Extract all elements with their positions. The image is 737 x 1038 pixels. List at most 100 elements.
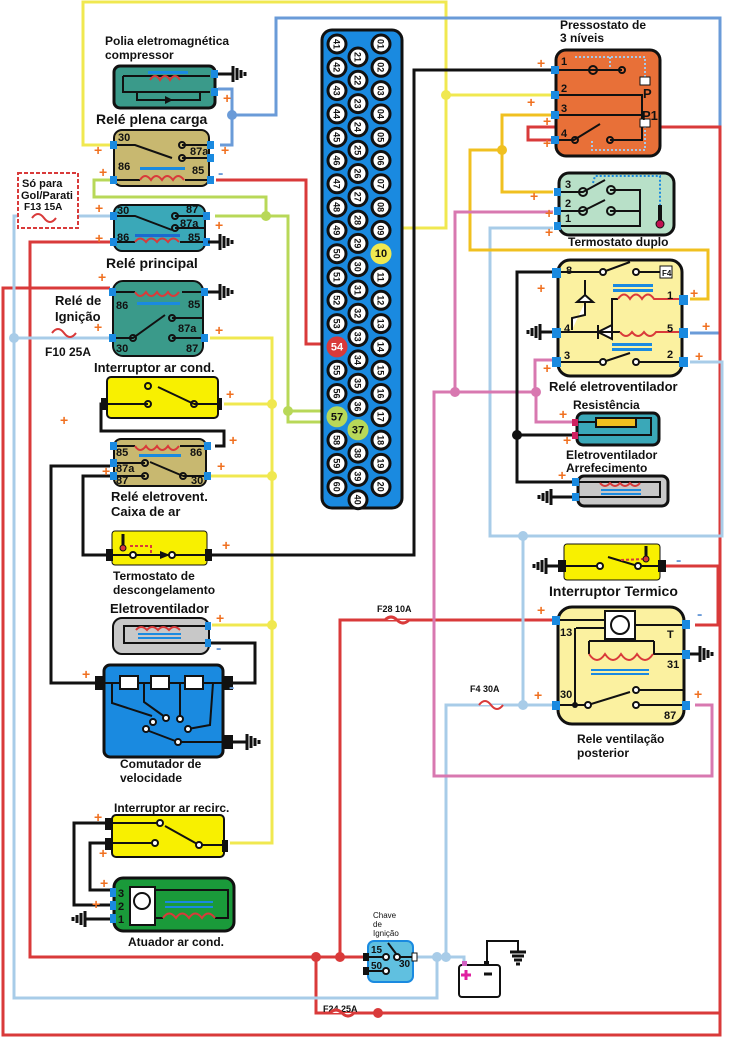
wire-red-inner bbox=[28, 240, 365, 959]
ecu-pin-27: 27 bbox=[347, 186, 369, 208]
minus-sign: - bbox=[697, 606, 702, 623]
rele-ignicao-label-1: Relé de bbox=[55, 293, 101, 308]
eletroventilador[interactable]: Eletroventilador bbox=[110, 601, 211, 655]
ecu-pin-44: 44 bbox=[326, 103, 348, 125]
rele-plena-label: Relé plena carga bbox=[96, 111, 207, 127]
svg-text:42: 42 bbox=[332, 62, 342, 72]
comutador-velocidade[interactable]: Comutador de velocidade bbox=[95, 663, 233, 785]
ground-icon bbox=[690, 646, 714, 662]
svg-text:34: 34 bbox=[353, 355, 363, 365]
rele-ignicao-label-2: Ignição bbox=[55, 309, 101, 324]
rele-ignicao[interactable]: Relé de Ignição 86 85 87a 30 87 bbox=[55, 280, 208, 357]
plus-sign: + bbox=[100, 875, 108, 891]
chave-label-1: Chave bbox=[373, 911, 397, 920]
wire-black-pres1 bbox=[210, 68, 553, 557]
pin-2: 2 bbox=[561, 83, 567, 95]
wire-black-caixa87a bbox=[81, 474, 110, 557]
wire-black-eletrovent-relay bbox=[515, 270, 576, 437]
ecu-pin-40: 40 bbox=[347, 489, 369, 511]
plus-sign: + bbox=[215, 217, 223, 233]
rele-eletrovent-caixa[interactable]: 85 86 87a 87 30 Relé eletrovent. Caixa d… bbox=[110, 438, 211, 519]
rele-ventilacao-posterior[interactable]: 13 T 31 30 87 Rele ventilação posterior bbox=[552, 605, 690, 760]
minus-sign: - bbox=[216, 640, 221, 657]
plus-sign: + bbox=[215, 322, 223, 338]
pin-87: 87 bbox=[116, 475, 128, 487]
ecu-pin-29: 29 bbox=[347, 232, 369, 254]
pin-50: 50 bbox=[371, 961, 383, 972]
ecu-pin-01: 01 bbox=[370, 33, 392, 55]
atuador-ar-cond[interactable]: 3 2 1 Atuador ar cond. bbox=[110, 876, 236, 949]
ecu-pin-11: 11 bbox=[370, 266, 392, 288]
rele-principal[interactable]: 30 87 87a 86 85 Relé principal bbox=[106, 204, 210, 271]
ecu-pin-02: 02 bbox=[370, 56, 392, 78]
ecu-pin-42: 42 bbox=[326, 56, 348, 78]
chave-ignicao[interactable]: Chave de Ignição 15 50 30 bbox=[363, 911, 418, 983]
pin-4: 4 bbox=[564, 323, 571, 335]
pin-15: 15 bbox=[371, 945, 383, 956]
svg-text:28: 28 bbox=[353, 215, 363, 225]
fuse-f28: F28 10A bbox=[377, 604, 412, 625]
svg-text:01: 01 bbox=[376, 39, 386, 49]
ecu-pin-18: 18 bbox=[370, 429, 392, 451]
svg-text:50: 50 bbox=[332, 249, 342, 259]
fuse-f13-label-1: Só para bbox=[22, 178, 63, 190]
ground-icon bbox=[218, 66, 247, 82]
rele-eletroventilador[interactable]: F4 8 4 3 1 5 2 Relé eletroventilador bbox=[549, 258, 688, 394]
termostato-duplo[interactable]: 3 2 1 Termostato duplo bbox=[554, 171, 676, 249]
svg-text:27: 27 bbox=[353, 192, 363, 202]
fuse-f4: F4 30A bbox=[470, 684, 504, 710]
comutador-label-2: velocidade bbox=[120, 771, 182, 785]
svg-text:21: 21 bbox=[353, 52, 363, 62]
svg-text:44: 44 bbox=[332, 109, 342, 119]
pin-86: 86 bbox=[117, 232, 129, 244]
pin-30: 30 bbox=[191, 475, 203, 487]
plus-sign: + bbox=[563, 432, 571, 448]
eletroventilador-arrefecimento[interactable]: Eletroventilador Arrefecimento bbox=[566, 448, 670, 508]
pin-87a: 87a bbox=[116, 463, 135, 475]
pin-86: 86 bbox=[190, 447, 202, 459]
svg-text:14: 14 bbox=[376, 342, 386, 352]
ecu-pin-53: 53 bbox=[326, 313, 348, 335]
wire-pink-res bbox=[534, 392, 576, 424]
interruptor-termico[interactable]: Interruptor Termico bbox=[549, 543, 678, 599]
plus-sign: + bbox=[527, 94, 535, 110]
plus-sign: + bbox=[545, 224, 553, 240]
rele-plena-carga[interactable]: Relé plena carga 30 87a 86 85 bbox=[96, 111, 214, 187]
interruptor-ar-recirc[interactable]: Interruptor ar recirc. bbox=[105, 801, 229, 858]
svg-text:24: 24 bbox=[353, 122, 363, 132]
svg-text:20: 20 bbox=[376, 482, 386, 492]
fuse-f28-label: F28 10A bbox=[377, 604, 412, 614]
interruptor-ar-cond[interactable]: Interruptor ar cond. bbox=[94, 360, 222, 419]
ecu-pin-12: 12 bbox=[370, 289, 392, 311]
svg-text:43: 43 bbox=[332, 86, 342, 96]
fuse-f24: F24 25A bbox=[323, 1004, 358, 1018]
resistencia-label: Resistência bbox=[573, 398, 640, 412]
pin-2: 2 bbox=[118, 901, 124, 913]
plus-sign: + bbox=[217, 458, 225, 474]
plus-sign: + bbox=[702, 318, 710, 334]
plus-sign: + bbox=[694, 686, 702, 702]
rele-eletrovent-label-2: Caixa de ar bbox=[111, 504, 180, 519]
pin-85: 85 bbox=[188, 299, 200, 311]
pin-87a: 87a bbox=[180, 218, 199, 230]
plus-sign: + bbox=[229, 432, 237, 448]
atuador-label: Atuador ar cond. bbox=[128, 935, 224, 949]
ground-icon bbox=[532, 558, 558, 574]
svg-text:19: 19 bbox=[376, 458, 386, 468]
polia-compressor[interactable]: Polia eletromagnética compressor bbox=[105, 34, 229, 110]
pressostato-3-niveis[interactable]: Pressostato de 3 níveis 1 2 3 4 P P1 bbox=[551, 18, 662, 158]
plus-sign: + bbox=[537, 55, 545, 71]
svg-text:30: 30 bbox=[353, 262, 363, 272]
ecu-pin-34: 34 bbox=[347, 349, 369, 371]
fuse-f10-label: F10 25A bbox=[45, 345, 91, 359]
termostato-descongelamento[interactable]: Termostato de descongelamento bbox=[106, 530, 215, 597]
ecu-pin-03: 03 bbox=[370, 80, 392, 102]
pin-30: 30 bbox=[118, 132, 130, 144]
ecu-pin-39: 39 bbox=[347, 465, 369, 487]
pin-1: 1 bbox=[561, 56, 567, 68]
resistencia[interactable]: Resistência bbox=[572, 398, 661, 447]
svg-text:38: 38 bbox=[353, 448, 363, 458]
plus-sign: + bbox=[223, 90, 231, 106]
svg-text:57: 57 bbox=[331, 411, 343, 423]
ecu-pin-54: 54 bbox=[326, 336, 348, 358]
